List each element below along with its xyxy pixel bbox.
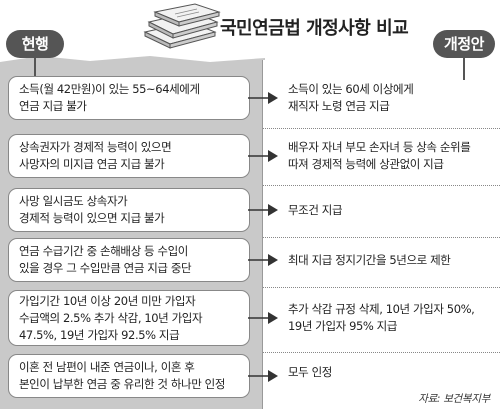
proposed-item-2-line-2: 따져 경제적 능력에 상관없이 지급 bbox=[288, 157, 444, 171]
proposed-panel bbox=[262, 60, 500, 409]
proposed-item-2-line-1: 배우자 자녀 부모 손자녀 등 상속 순위를 bbox=[288, 140, 471, 154]
arrow-right-icon bbox=[248, 150, 278, 162]
proposed-label: 개정안 bbox=[433, 30, 495, 58]
arrow-right-icon bbox=[248, 254, 278, 266]
current-item-4-line-2: 있을 경우 그 수입만큼 연금 지급 중단 bbox=[19, 261, 192, 275]
money-stack-icon bbox=[143, 3, 221, 49]
proposed-item-6: 모두 인정 bbox=[288, 354, 498, 390]
current-item-6-line-1: 이혼 전 남편이 내준 연금이나, 이혼 후 bbox=[19, 360, 195, 374]
row-divider bbox=[263, 237, 500, 238]
current-item-2-line-1: 상속권자가 경제적 능력이 있으면 bbox=[19, 140, 172, 154]
row-divider bbox=[263, 287, 500, 288]
proposed-item-3-line-1: 무조건 지급 bbox=[288, 202, 343, 217]
row-divider bbox=[263, 128, 500, 129]
current-item-3-line-2: 경제적 능력이 있으면 지급 불가 bbox=[19, 211, 165, 225]
arrow-right-icon bbox=[248, 312, 278, 324]
current-label: 현행 bbox=[6, 30, 64, 58]
source-credit: 자료: 보건복지부 bbox=[418, 393, 490, 405]
current-item-1-line-2: 연금 지급 불가 bbox=[19, 99, 87, 113]
proposed-item-6-line-1: 모두 인정 bbox=[288, 364, 332, 379]
proposed-item-5: 추가 삭감 규정 삭제, 10년 가입자 50%, 19년 가입자 95% 지급 bbox=[288, 296, 498, 340]
current-item-3-line-1: 사망 일시금도 상속자가 bbox=[19, 194, 128, 208]
current-item-5-line-3: 47.5%, 19년 가입자 92.5% 지급 bbox=[19, 327, 180, 342]
current-item-6-line-2: 본인이 납부한 연금 중 유리한 것 하나만 인정 bbox=[19, 377, 226, 391]
proposed-item-5-line-2: 19년 가입자 95% 지급 bbox=[288, 319, 398, 333]
arrow-right-icon bbox=[248, 204, 278, 216]
row-divider bbox=[263, 185, 500, 186]
current-item-5-line-1: 가입기간 10년 이상 20년 미만 가입자 bbox=[19, 293, 196, 308]
proposed-item-3: 무조건 지급 bbox=[288, 188, 498, 232]
proposed-item-1-line-2: 재직자 노령 연금 지급 bbox=[288, 99, 390, 113]
arrow-right-icon bbox=[248, 370, 278, 382]
row-divider bbox=[263, 352, 500, 353]
proposed-item-1-line-1: 소득이 있는 60세 이상에게 bbox=[288, 82, 414, 96]
current-item-1-line-1: 소득(월 42만원)이 있는 55~64세에게 bbox=[19, 82, 200, 96]
page-title: 국민연금법 개정사항 비교 bbox=[220, 18, 409, 39]
proposed-item-5-line-1: 추가 삭감 규정 삭제, 10년 가입자 50%, bbox=[288, 302, 475, 316]
proposed-item-4-line-1: 최대 지급 정지기간을 5년으로 제한 bbox=[288, 252, 451, 267]
current-item-4-line-1: 연금 수급기간 중 손해배상 등 수입이 bbox=[19, 244, 188, 258]
current-item-5-line-2: 수급액의 2.5% 추가 삭감, 10년 가입자 bbox=[19, 310, 203, 325]
proposed-item-4: 최대 지급 정지기간을 5년으로 제한 bbox=[288, 238, 498, 282]
arrow-right-icon bbox=[248, 92, 278, 104]
current-item-2-line-2: 사망자의 미지급 연금 지급 불가 bbox=[19, 157, 165, 171]
